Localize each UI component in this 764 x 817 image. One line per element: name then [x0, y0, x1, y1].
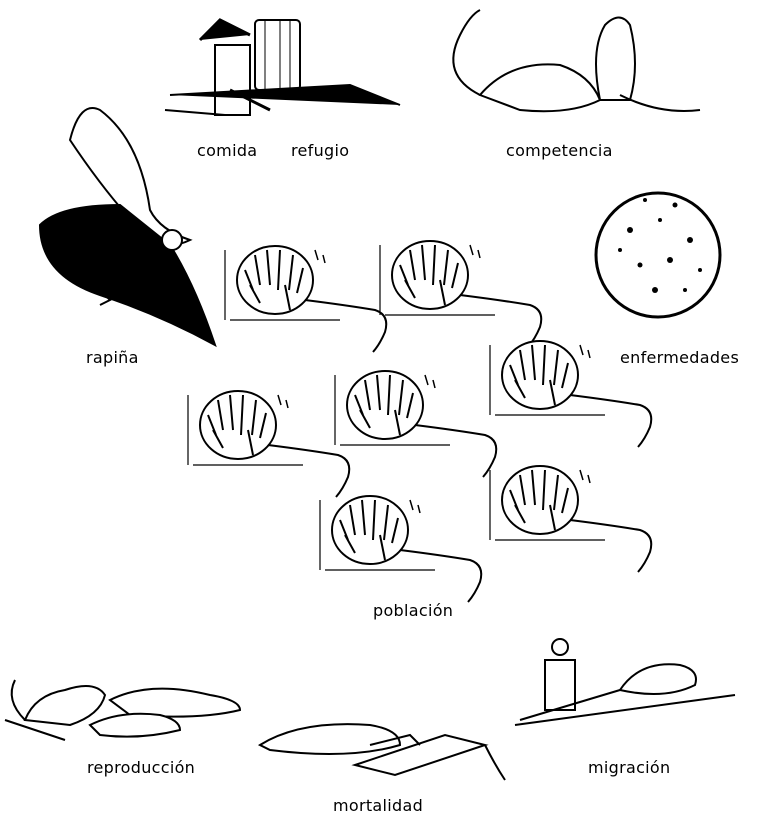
label-predation: rapiña [86, 348, 139, 367]
label-population: población [373, 601, 454, 620]
label-shelter: refugio [291, 141, 350, 160]
label-migration: migración [588, 758, 671, 777]
food-shelter-illustration [164, 18, 401, 116]
label-mortality: mortalidad [333, 796, 424, 815]
hawk-illustration [38, 107, 217, 348]
migration-illustration [514, 638, 736, 726]
competition-illustration [452, 9, 701, 113]
mortality-illustration [257, 723, 506, 781]
label-disease: enfermedades [620, 348, 740, 367]
population-illustration [187, 240, 653, 603]
reproduction-illustration [4, 679, 242, 741]
label-reproduction: reproducción [87, 758, 196, 777]
disease-illustration [594, 191, 722, 319]
label-competition: competencia [506, 141, 613, 160]
label-food: comida [197, 141, 258, 160]
